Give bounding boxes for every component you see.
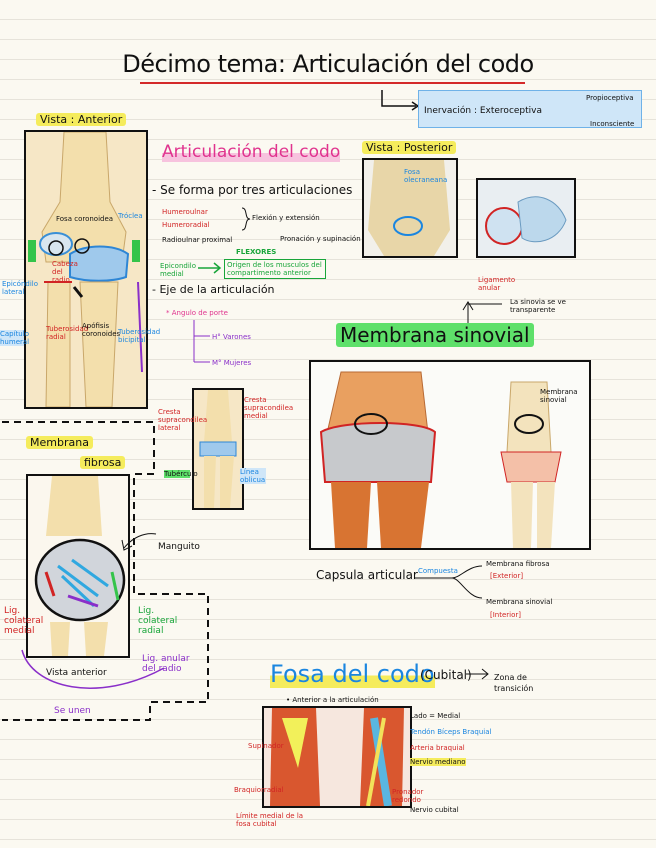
label-troclea: Tróclea — [118, 212, 143, 220]
articulacion-heading: Articulación del codo — [162, 142, 341, 162]
capsula-branch-icon — [414, 565, 483, 599]
art-item-1: Humeroulnar — [162, 208, 208, 216]
label-cabeza-radio: Cabeza del radio — [52, 260, 78, 284]
fosa-left-label-3: Pronador redondo — [392, 788, 424, 804]
label-apofisis: Apófisis coronoides — [82, 322, 121, 338]
membrana-sinovial-heading: Membrana sinovial — [336, 323, 534, 347]
label-fosa-olecraneana: Fosa olecraneana — [404, 168, 448, 184]
fosa-right-label-3: Arteria braquial — [410, 744, 465, 752]
innervation-box — [418, 90, 642, 128]
fibrosa-heading-1: Membrana — [26, 436, 93, 449]
art-brace-label: Flexión y extensión — [252, 214, 320, 222]
angulo-tree-icon — [193, 320, 210, 363]
angulo-varones: H° Varones — [212, 333, 251, 341]
anterior-figure — [24, 130, 148, 409]
arrow-right-icon — [198, 262, 222, 274]
sinovia-arrow-icon — [462, 301, 502, 328]
label-tuberosidad: Tuberosidad radial — [46, 325, 89, 341]
small-fig-label-2: Cresta supracondilea medial — [244, 396, 294, 420]
small-fig-label-1: Cresta supracondilea lateral — [158, 408, 208, 432]
art-item-3: Radioulnar proximal — [162, 236, 233, 244]
art-item-2: Humeroradial — [162, 221, 210, 229]
brace-icon — [241, 207, 251, 231]
lig-colateral-red: Lig. colateral medial — [4, 606, 44, 636]
synovial-membrane-illustration — [319, 371, 562, 548]
posterior-heading: Vista : Posterior — [362, 141, 457, 154]
small-fig-label-3: Tubérculo — [164, 470, 198, 478]
fibrosa-heading-2: fibrosa — [80, 456, 126, 469]
cubital-fossa-illustration — [270, 708, 404, 806]
elbow-anterior-illustration — [28, 132, 143, 407]
label-bicipital: Tuberosidad bicipital — [118, 328, 161, 344]
fosa-right-label-2: Tendón Bíceps Braquial — [410, 728, 492, 736]
sinovia-note: La sinovia se ve transparente — [510, 298, 566, 314]
capsula-bottom-sub: [Interior] — [490, 611, 521, 619]
manguito-label: Manguito — [158, 542, 200, 552]
label-sinovial-right: Membrana sinovial — [540, 388, 578, 404]
angulo-label: * Angulo de porte — [166, 309, 228, 317]
capsula-top: Membrana fibrosa — [486, 560, 550, 568]
innervation-label: Inervación : Exteroceptiva — [424, 106, 543, 116]
capsula-label: Capsula articular — [316, 568, 418, 582]
small-fig-label-4: Línea oblicua — [240, 468, 266, 484]
capsula-mid: Compuesta — [418, 567, 458, 575]
fosa-right-label-1: Lado = Medial — [410, 712, 461, 720]
label-capitulo: Capítulo humeral — [0, 330, 30, 346]
articulacion-line1: - Se forma por tres articulaciones — [152, 183, 353, 197]
label-lig-anular: Ligamento anular — [478, 276, 516, 292]
annular-ligament-illustration — [485, 196, 567, 245]
se-unen-label: Se unen — [54, 706, 91, 716]
elbow-small-illustration — [199, 390, 237, 508]
fosa-bottom-label: Límite medial de la fosa cubital — [236, 812, 304, 828]
capsula-bottom: Membrana sinovial — [486, 598, 553, 606]
fosa-left-label-1: Supinador — [248, 742, 284, 750]
small-figure — [192, 388, 244, 510]
eje-label: - Eje de la articulación — [152, 283, 275, 296]
fosa-zona: Zona de transición — [494, 673, 534, 693]
fosa-heading: Fosa del codo — [270, 660, 435, 688]
flexores-box: Origen de los musculos del compartimento… — [224, 259, 326, 279]
fosa-paren: (Cubital) — [420, 668, 472, 682]
sinovial-figure — [309, 360, 591, 550]
epicondilo-medial-label: Epicondilo medial — [160, 262, 196, 278]
innervation-branch-top: Propioceptiva — [586, 94, 634, 102]
label-epicondilo-lateral: Epicóndilo lateral — [2, 280, 38, 296]
innervation-branch-bottom: Inconsciente — [590, 120, 635, 128]
se-unen-arrow-icon — [21, 649, 165, 689]
fosa-figure — [262, 706, 412, 808]
fibrous-membrane-illustration — [34, 476, 126, 656]
annular-figure — [476, 178, 576, 258]
fosa-nervio: Nervio cubital — [410, 806, 459, 814]
art-arrow-label: Pronación y supinación — [280, 235, 361, 243]
fibrosa-dashed-border — [2, 421, 209, 721]
fosa-arrow-icon — [466, 668, 489, 680]
capsula-top-sub: [Exterior] — [490, 572, 524, 580]
label-fosa-coronoidea: Fosa coronoidea — [56, 215, 114, 223]
title-underline — [140, 82, 525, 84]
fibrosa-figure — [26, 474, 130, 658]
lig-colateral-radial: Lig. colateral radial — [138, 606, 178, 636]
fosa-left-label-2: Braquiorradial — [234, 786, 284, 794]
angulo-mujeres: M° Mujeres — [212, 359, 252, 367]
fosa-right-label-4: Nervio mediano — [410, 758, 466, 766]
manguito-arrow-icon — [121, 533, 157, 551]
flexores-title: FLEXORES — [236, 248, 277, 256]
vista-anterior-label: Vista anterior — [46, 668, 107, 678]
anterior-heading: Vista : Anterior — [36, 113, 127, 126]
elbow-posterior-illustration — [368, 160, 450, 256]
posterior-figure — [362, 158, 458, 258]
fosa-sub: • Anterior a la articulación — [286, 696, 379, 704]
page-title: Décimo tema: Articulación del codo — [122, 50, 534, 78]
